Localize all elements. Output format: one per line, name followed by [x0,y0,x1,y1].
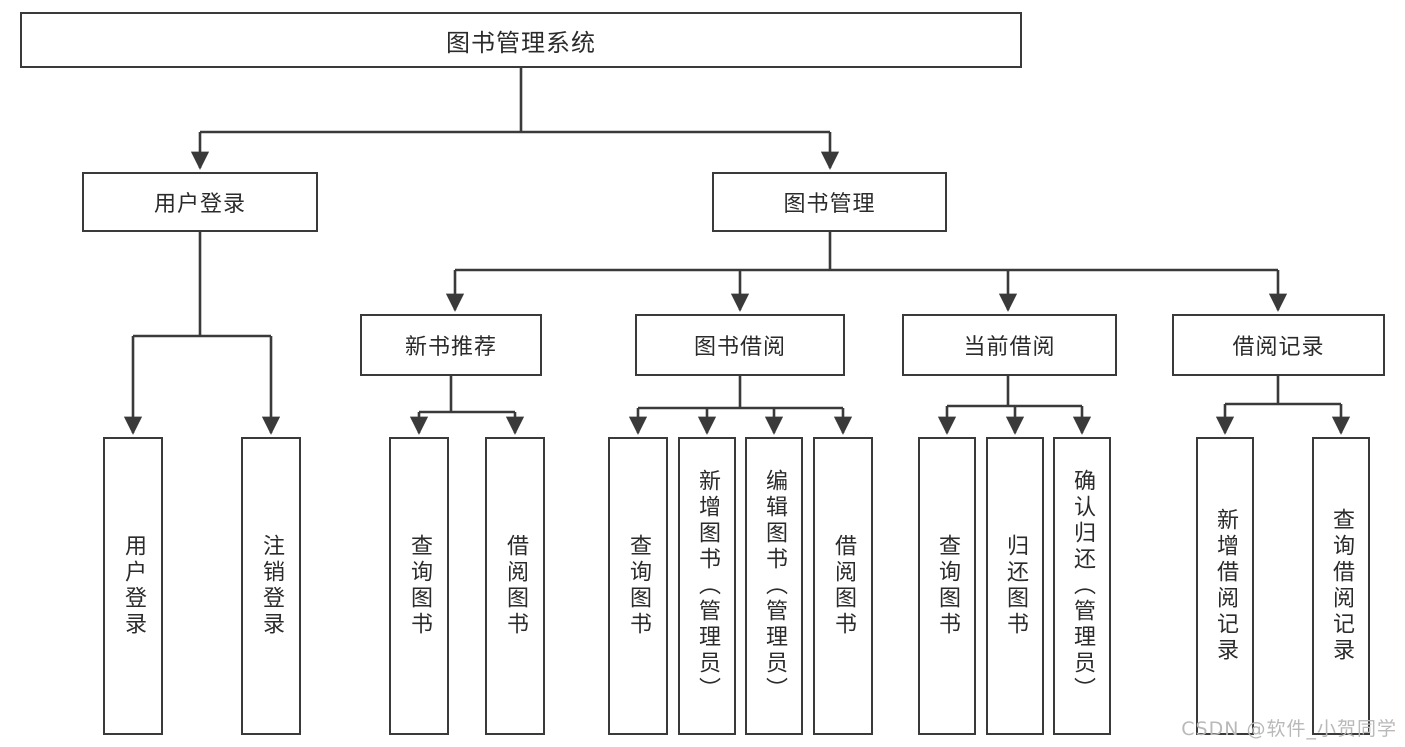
node-label: 查询图书 [407,534,432,638]
leaf-add-borrow-record[interactable]: 新增借阅记录 [1196,437,1254,735]
node-label: 新增图书（管理员） [695,469,720,703]
node-label: 编辑图书（管理员） [762,469,787,703]
leaf-lend-book[interactable]: 借阅图书 [813,437,873,735]
node-new-book-recommend[interactable]: 新书推荐 [360,314,542,376]
node-label: 当前借阅 [963,335,1056,360]
node-label: 查询图书 [935,534,960,638]
node-current-borrow[interactable]: 当前借阅 [902,314,1117,376]
leaf-query-borrow-record[interactable]: 查询借阅记录 [1312,437,1370,735]
leaf-add-book-admin[interactable]: 新增图书（管理员） [678,437,736,735]
node-user-login[interactable]: 用户登录 [82,172,318,232]
node-label: 查询借阅记录 [1329,508,1354,664]
leaf-user-logout[interactable]: 注销登录 [241,437,301,735]
node-label: 图书管理 [783,192,876,217]
leaf-query-book-current[interactable]: 查询图书 [918,437,976,735]
leaf-confirm-return-admin[interactable]: 确认归还（管理员） [1053,437,1111,735]
node-label: 借阅图书 [503,534,528,638]
leaf-query-book-recommend[interactable]: 查询图书 [389,437,449,735]
leaf-return-book[interactable]: 归还图书 [986,437,1044,735]
node-borrow-records[interactable]: 借阅记录 [1172,314,1385,376]
leaf-borrow-book-recommend[interactable]: 借阅图书 [485,437,545,735]
leaf-user-login[interactable]: 用户登录 [103,437,163,735]
node-label: 查询图书 [626,534,651,638]
leaf-query-book-borrow[interactable]: 查询图书 [608,437,668,735]
node-label: 用户登录 [121,534,146,638]
node-root-system[interactable]: 图书管理系统 [20,12,1022,68]
watermark-text: CSDN @软件_小贺同学 [1181,718,1397,740]
node-label: 借阅记录 [1232,335,1325,360]
node-label: 注销登录 [259,534,284,638]
leaf-edit-book-admin[interactable]: 编辑图书（管理员） [745,437,803,735]
node-label: 新增借阅记录 [1213,508,1238,664]
node-label: 图书借阅 [693,335,786,360]
node-book-borrow[interactable]: 图书借阅 [635,314,845,376]
node-label: 借阅图书 [831,534,856,638]
node-label: 图书管理系统 [446,28,596,57]
node-book-management[interactable]: 图书管理 [712,172,947,232]
node-label: 用户登录 [153,192,246,217]
node-label: 确认归还（管理员） [1070,469,1095,703]
node-label: 新书推荐 [404,335,497,360]
node-label: 归还图书 [1003,534,1028,638]
